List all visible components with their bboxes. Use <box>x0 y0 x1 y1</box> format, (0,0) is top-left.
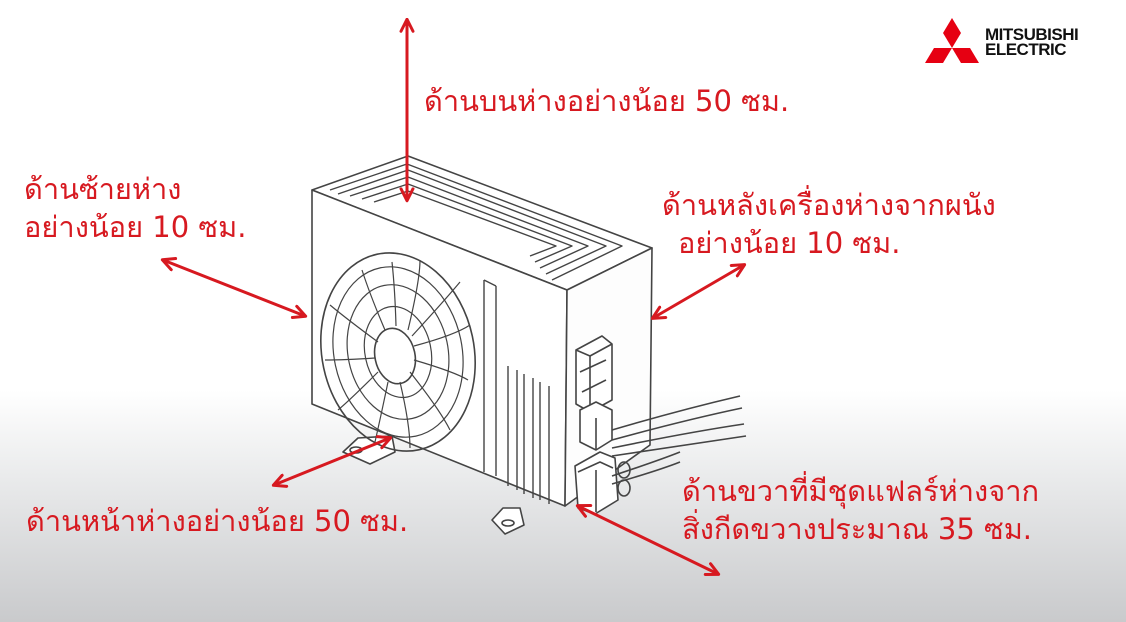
label-right-line1: ด้านขวาที่มีชุดแฟลร์ห่างจาก <box>682 474 1040 508</box>
label-top-clearance: ด้านบนห่างอย่างน้อย 50 ซม. <box>424 82 789 120</box>
label-right-clearance: ด้านขวาที่มีชุดแฟลร์ห่างจาก สิ่งกีดขวางป… <box>682 472 1039 548</box>
fan-guard <box>320 252 476 452</box>
arrow-left <box>160 257 308 319</box>
label-back-line1: ด้านหลังเครื่องห่างจากผนัง <box>662 188 996 222</box>
label-front-clearance: ด้านหน้าห่างอย่างน้อย 50 ซม. <box>26 502 408 540</box>
label-front-text: ด้านหน้าห่างอย่างน้อย 50 ซม. <box>26 504 409 538</box>
brand-name-line2: ELECTRIC <box>985 40 1067 59</box>
arrow-front <box>271 435 393 488</box>
front-vents <box>483 279 550 504</box>
label-left-line2: อย่างน้อย 10 ซม. <box>24 210 247 244</box>
clearance-arrows <box>160 17 747 576</box>
label-right-line2: สิ่งกีดขวางประมาณ 35 ซม. <box>682 512 1033 546</box>
arrow-right <box>575 504 721 576</box>
service-valves <box>574 335 619 515</box>
label-left-clearance: ด้านซ้ายห่าง อย่างน้อย 10 ซม. <box>24 170 246 246</box>
brand-logo-text: MITSUBISHI ELECTRIC <box>985 25 1079 59</box>
outdoor-unit <box>311 155 747 535</box>
label-left-line1: ด้านซ้ายห่าง <box>24 172 182 206</box>
brand-name-line1: MITSUBISHI <box>985 25 1079 44</box>
label-back-clearance: ด้านหลังเครื่องห่างจากผนัง อย่างน้อย 10 … <box>662 186 996 262</box>
unit-foot-right <box>491 507 525 535</box>
mitsubishi-diamonds-logo <box>925 18 979 63</box>
pipes <box>611 395 747 497</box>
arrow-back <box>650 263 747 320</box>
label-top-text: ด้านบนห่างอย่างน้อย 50 ซม. <box>424 84 790 118</box>
top-grille <box>329 163 623 281</box>
label-back-line2: อย่างน้อย 10 ซม. <box>678 226 901 260</box>
